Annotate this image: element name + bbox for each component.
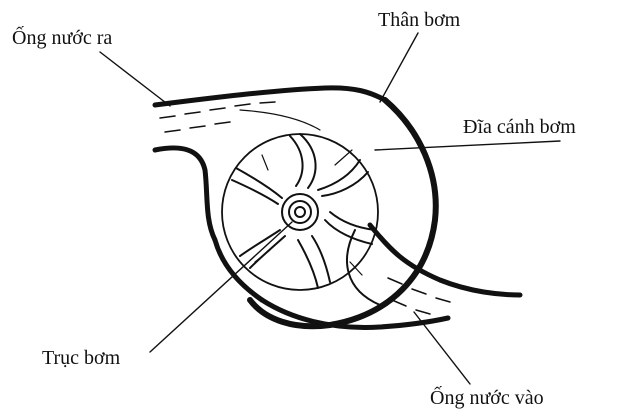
label-outlet-pipe: Ống nước ra: [12, 28, 112, 48]
pump-shaft: [282, 194, 318, 230]
label-inlet-pipe: Ống nước vào: [430, 388, 544, 408]
label-pump-housing: Thân bơm: [378, 10, 460, 30]
impeller-disk: [222, 134, 378, 290]
label-impeller-disk: Đĩa cánh bơm: [463, 117, 576, 137]
label-pump-shaft: Trục bơm: [42, 348, 120, 368]
outlet-pipe: [155, 88, 385, 240]
